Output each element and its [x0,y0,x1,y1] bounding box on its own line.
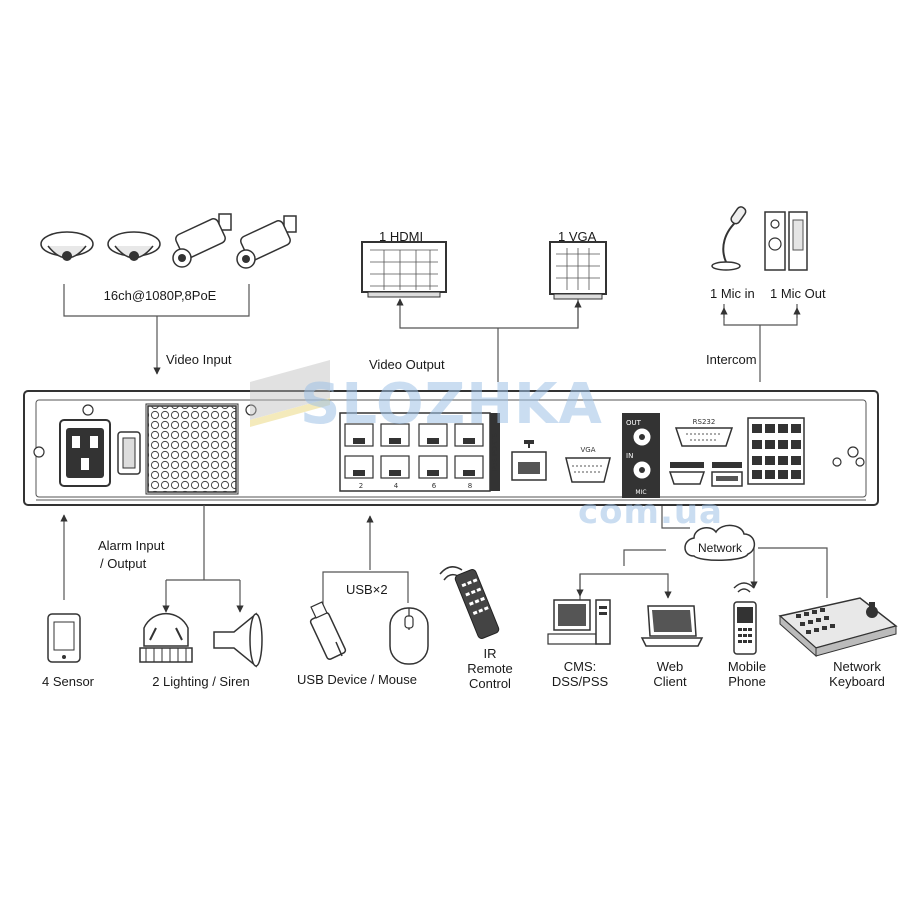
poe-ports-block: PoE PORTS 2 4 6 8 [339,412,500,492]
ir-label-line3: Control [469,676,511,691]
sensor-icon [47,613,81,663]
video-input-connector [63,284,250,375]
keyboard-label-line2: Keyboard [829,674,885,689]
audio-io-block: OUT IN MIC [622,413,660,498]
web-client-label-line2: Client [653,674,687,689]
audio-in-label: IN [626,452,633,460]
rs232-port-icon: RS232 [674,418,734,447]
alarm-label-line1: Alarm Input [98,538,165,553]
watermark-graphic [250,360,330,427]
ethernet-port-icon [511,440,547,481]
poe-port-number: 4 [394,482,399,490]
rs232-label: RS232 [693,418,716,426]
power-socket-icon [59,419,111,487]
cms-computer-icon [547,599,611,645]
ir-label-line2: Remote [467,661,513,676]
speaker-icon [764,211,808,271]
sensor-label: 4 Sensor [41,674,95,689]
bullet-camera-icon [236,215,297,269]
siren-icon [213,612,263,668]
video-input-label: Video Input [166,352,232,367]
panel-screws [33,404,865,467]
bullet-camera-icon [172,213,232,268]
alarm-light-icon [139,612,193,663]
laptop-icon [640,605,704,647]
dome-camera-icon [107,231,161,261]
power-switch-icon [117,431,141,475]
usb-port-icon [711,462,743,487]
intercom-connector [720,304,801,382]
watermark-subtext: com.ua [578,492,724,532]
web-client-label-line1: Web [656,659,684,674]
usb-stick-icon [309,601,347,660]
network-keyboard-icon [778,597,898,658]
mic-out-label: 1 Mic Out [770,286,826,301]
vga-port-icon: VGA [565,446,611,483]
usb-device-label: USB Device / Mouse [297,672,417,687]
ir-remote-icon [439,566,500,639]
hdmi-label: 1 HDMI [379,229,424,244]
poe-ports-label: PoE PORTS [491,433,499,471]
mouse-icon [389,607,429,665]
poe-port-number: 8 [468,482,472,490]
poe-port-number: 6 [432,482,437,490]
audio-out-label: OUT [626,419,642,427]
video-output-label: Video Output [369,357,445,372]
intercom-label: Intercom [706,352,757,367]
vga-label: 1 VGA [558,229,597,244]
mic-in-label: 1 Mic in [710,286,755,301]
usb-connector [322,515,409,610]
keyboard-label-line1: Network [833,659,881,674]
mic-label: MIC [635,489,646,496]
lighting-siren-label: 2 Lighting / Siren [152,674,250,689]
cms-label-line2: DSS/PSS [551,674,609,689]
hdmi-monitor-icon [361,241,447,298]
hdmi-port-icon [668,462,706,485]
dome-camera-icon [40,231,94,261]
watermark-text: SLOZHKA [300,372,603,437]
alarm-terminal-block [747,417,805,485]
mobile-phone-icon [733,582,757,655]
alarm-label-line2: / Output [100,556,147,571]
poe-port-number: 2 [359,482,363,490]
video-output-connector [396,298,582,382]
vga-monitor-icon [549,241,607,300]
mobile-label-line2: Phone [728,674,766,689]
camera-spec-label: 16ch@1080P,8PoE [103,288,217,303]
microphone-icon [711,206,747,271]
vga-port-label: VGA [580,446,595,454]
fan-grille-icon [145,403,239,495]
ir-label-line1: IR [483,646,497,661]
network-label: Network [698,541,743,555]
network-cloud-icon [684,524,756,561]
alarm-output-connector [162,505,244,613]
usb-count-label: USB×2 [346,582,388,597]
cms-label-line1: CMS: [563,659,597,674]
mobile-label-line1: Mobile [727,659,767,674]
